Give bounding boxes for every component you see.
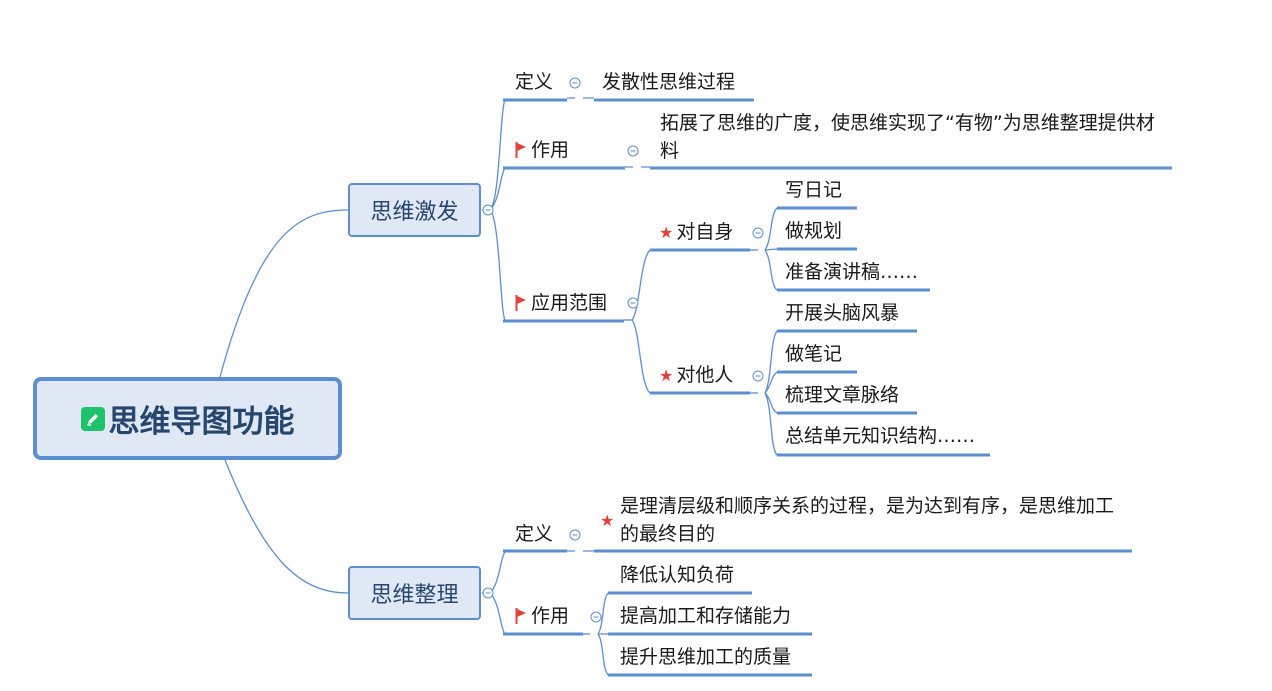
topic-others-item[interactable]: 总结单元知识结构…… [785,425,976,447]
topic-self-item[interactable]: 准备演讲稿…… [785,261,919,283]
topic-label: 对自身 [676,221,734,243]
branch-node-inspire[interactable]: 思维激发 [348,183,481,237]
root-node[interactable]: 思维导图功能 [33,377,342,460]
connector-root-branch2 [224,459,349,594]
topic-role-text[interactable]: 拓展了思维的广度，使思维实现了“有物”为思维整理提供材料 [660,112,1155,162]
edit-icon [80,406,105,431]
connector-b2-role [489,592,506,635]
flag-icon [515,295,526,311]
topic-self-item[interactable]: 做规划 [785,220,843,242]
topic-definition[interactable]: 定义 [515,71,554,93]
star-icon: ★ [600,511,615,530]
topic-role[interactable]: 作用 [515,602,569,630]
topic-role-item[interactable]: 降低认知负荷 [620,564,735,586]
topic-others[interactable]: ★对他人 [659,361,733,390]
topic-definition[interactable]: 定义 [515,523,554,545]
connector-b1-app [489,209,506,321]
topic-definition-text[interactable]: 是理清层级和顺序关系的过程，是为达到有序，是思维加工的最终目的 [620,495,1115,545]
flag-icon [515,608,526,624]
connector-app-self [631,249,651,321]
topic-label: 作用 [531,139,570,161]
connector-root-branch1 [219,209,349,378]
topic-others-item[interactable]: 梳理文章脉络 [785,384,900,406]
branch-label: 思维激发 [370,200,459,225]
topic-application[interactable]: 应用范围 [515,289,607,317]
topic-label: 对他人 [676,364,734,386]
connector-b2-def [489,551,506,594]
connector-b1-def [489,99,506,211]
star-icon: ★ [659,223,674,242]
topic-definition-text[interactable]: 发散性思维过程 [602,71,736,93]
topic-others-item[interactable]: 做笔记 [785,343,843,365]
topic-self-item[interactable]: 写日记 [785,179,843,201]
flag-icon [515,142,526,158]
topic-role[interactable]: 作用 [515,136,569,164]
branch-node-organize[interactable]: 思维整理 [348,566,481,620]
connector-app-others [631,319,651,394]
topic-self[interactable]: ★对自身 [659,218,733,247]
star-icon: ★ [659,366,674,385]
topic-label: 应用范围 [531,292,608,314]
topic-role-item[interactable]: 提升思维加工的质量 [620,646,792,668]
topic-role-item[interactable]: 提高加工和存储能力 [620,605,792,627]
topic-label: 作用 [531,605,570,627]
branch-label: 思维整理 [370,583,459,608]
root-label: 思维导图功能 [108,404,295,440]
topic-others-item[interactable]: 开展头脑风暴 [785,302,900,324]
